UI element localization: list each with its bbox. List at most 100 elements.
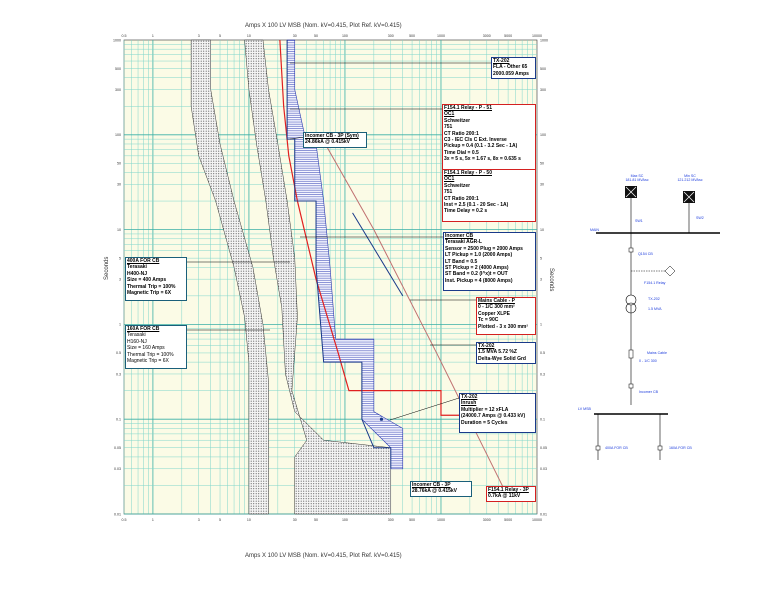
y-tick-label-right: 30 xyxy=(540,183,544,187)
sld-tx-winding-2 xyxy=(625,302,637,314)
ann-line: CT Ratio 200:1 xyxy=(444,130,479,137)
y-tick-label-right: 10 xyxy=(540,228,544,232)
y-tick-label-right: 0.01 xyxy=(540,512,547,516)
y-tick-label-left: 0.1 xyxy=(116,418,121,422)
cb400-band xyxy=(244,39,392,515)
ann-line: Copper XLPE xyxy=(478,310,510,317)
x-tick-label-bottom: 300 xyxy=(388,518,394,522)
sld-f154: F154.1 Relay xyxy=(644,281,666,285)
ann-line: C3 - IEC Cls C Ext. Inverse xyxy=(444,137,507,144)
cb160-band xyxy=(190,39,269,515)
ann-line: Pickup = 0.4 (0.1 - 3.2 Sec - 1A) xyxy=(444,143,518,150)
leader-line xyxy=(289,136,306,140)
x-tick-label-top: 1 xyxy=(152,34,154,38)
sld-main: MAIN xyxy=(590,228,599,232)
ann-line: 28.76kA @ 0.415kV xyxy=(412,488,457,495)
x-tick-label-bottom: 10 xyxy=(247,518,251,522)
ann-mains-cable: Mains Cable - P 0 - 1/C 300 mm² Copper X… xyxy=(476,297,536,335)
ann-line: LT Band = 0.5 xyxy=(445,258,478,265)
ann-title: Incomer CB - 3P xyxy=(412,482,451,488)
ann-line: 2000.059 Amps xyxy=(493,70,529,77)
x-axis-title-top: Amps X 100 LV MSB (Nom. kV=0.415, Plot R… xyxy=(245,23,402,29)
sld-min-sc: Min SC 121.212 MVAsc xyxy=(674,174,706,182)
sld-cb160: 160A FOR CB xyxy=(669,446,692,450)
y-tick-label-left: 5 xyxy=(119,256,121,260)
ann-title: 400A FOR CB xyxy=(127,258,160,264)
ann-line: Inst. Pickup = 4 (8000 Amps) xyxy=(445,277,513,284)
y-tick-label-left: 10 xyxy=(117,228,121,232)
ann-line: LT Pickup = 1.0 (2000 Amps) xyxy=(445,252,513,259)
ann-title: Incomer CB - 3P (Sym) xyxy=(305,133,359,139)
sld-incomer: Incomer CB xyxy=(639,390,658,394)
ann-line: ST Pickup = 2 (4000 Amps) xyxy=(445,265,509,272)
ann-title: TX-202 xyxy=(478,343,495,349)
ann-line: Terasaki AGR-L xyxy=(445,239,482,246)
sld-mains-cable: Mains Cable xyxy=(647,351,667,355)
ann-title: TX-202 xyxy=(493,58,510,64)
ann-line: 751 xyxy=(444,189,453,196)
x-tick-label-bottom: 5 xyxy=(219,518,221,522)
sld-lv-msb: LV MSB xyxy=(578,407,591,411)
y-tick-label-right: 5 xyxy=(540,256,542,260)
ann-f154-51: F154.1 Relay - P - 51 OC1 Schweitzer 751… xyxy=(442,104,536,171)
x-tick-label-top: 3000 xyxy=(483,34,491,38)
x-tick-label-top: 10 xyxy=(247,34,251,38)
x-tick-label-top: 30 xyxy=(293,34,297,38)
sld-outgoing-breaker-0 xyxy=(595,445,601,451)
y-tick-label-right: 0.05 xyxy=(540,446,547,450)
ann-title: TX-202 xyxy=(461,394,478,400)
x-tick-label-bottom: 3000 xyxy=(483,518,491,522)
ann-title: 160A FOR CB xyxy=(127,326,160,332)
sld-mains-cable-size: 0 - 1/C 300 xyxy=(639,359,657,363)
ann-line: Inst = 2.5 (0.1 - 20 Sec - 1A) xyxy=(444,202,509,209)
y-tick-label-left: 1000 xyxy=(113,38,121,42)
ann-line: Magnetic Trip = 6X xyxy=(127,290,172,297)
y-tick-label-right: 500 xyxy=(540,67,546,71)
ann-line: (24000.7 Amps @ 0.433 kV) xyxy=(461,413,526,420)
x-tick-label-bottom: 30 xyxy=(293,518,297,522)
sld-sw1: SW1 xyxy=(635,219,643,223)
ann-line: 1.5 MVA 5.72 %Z xyxy=(478,349,517,356)
sld-max-sc-label: Max SC xyxy=(630,174,644,178)
single-line-diagram xyxy=(594,186,720,460)
sld-tx-winding-1 xyxy=(625,294,637,306)
ann-title: F154.1 Relay - P - 51 xyxy=(444,105,492,111)
y-tick-label-right: 50 xyxy=(540,162,544,166)
ann-line: 0.7kA @ 11kV xyxy=(488,493,521,500)
ann-line: H400-NJ xyxy=(127,270,148,277)
sld-min-sc-value: 121.212 MVAsc xyxy=(677,178,703,183)
x-tick-label-bottom: 0.5 xyxy=(122,518,127,522)
series-point-4 xyxy=(379,417,384,421)
x-tick-label-top: 5000 xyxy=(504,34,512,38)
ann-line: Multiplier = 12 xFLA xyxy=(461,406,509,413)
y-tick-label-right: 3 xyxy=(540,277,542,281)
x-tick-label-bottom: 3 xyxy=(198,518,200,522)
y-tick-label-left: 0.05 xyxy=(114,446,121,450)
x-tick-label-top: 500 xyxy=(409,34,415,38)
ann-line: 0 - 1/C 300 mm² xyxy=(478,304,515,311)
x-tick-label-top: 5 xyxy=(219,34,221,38)
ann-f154-3p: F154.1 Relay - 3P 0.7kA @ 11kV xyxy=(486,486,536,502)
x-tick-label-bottom: 5000 xyxy=(504,518,512,522)
ann-title: Mains Cable - P xyxy=(478,298,515,304)
ann-line: Time Dial = 0.5 xyxy=(444,149,479,156)
y-tick-label-right: 0.3 xyxy=(540,372,545,376)
ann-incomer-3p-sym: Incomer CB - 3P (Sym) 24.86kA @ 0.415kV xyxy=(303,132,367,148)
ann-line: 751 xyxy=(444,124,453,131)
x-tick-label-bottom: 1000 xyxy=(437,518,445,522)
ann-line: Magnetic Trip = 6X xyxy=(127,358,169,365)
ann-sub: OC1 xyxy=(444,111,455,118)
ann-line: Size = 160 Amps xyxy=(127,345,165,352)
x-tick-label-top: 300 xyxy=(388,34,394,38)
x-tick-label-bottom: 1 xyxy=(152,518,154,522)
sld-max-sc-value: 181.81 MVAsc xyxy=(625,178,649,183)
y-tick-label-left: 0.01 xyxy=(114,512,121,516)
sld-max-sc: Max SC 181.81 MVAsc xyxy=(622,174,652,182)
sld-min-sc-label: Min SC xyxy=(684,174,696,178)
sld-outgoing-breaker-1 xyxy=(657,445,663,451)
ann-line: ST Band = 0.2 (I^x)t = OUT xyxy=(445,271,508,278)
y-tick-label-left: 0.3 xyxy=(116,372,121,376)
sld-q154: Q154 CB xyxy=(638,252,653,256)
ann-line: 3x = 5 s, 5x = 1.67 s, 8x = 0.635 s xyxy=(444,156,521,163)
series-line-1 xyxy=(286,40,392,469)
